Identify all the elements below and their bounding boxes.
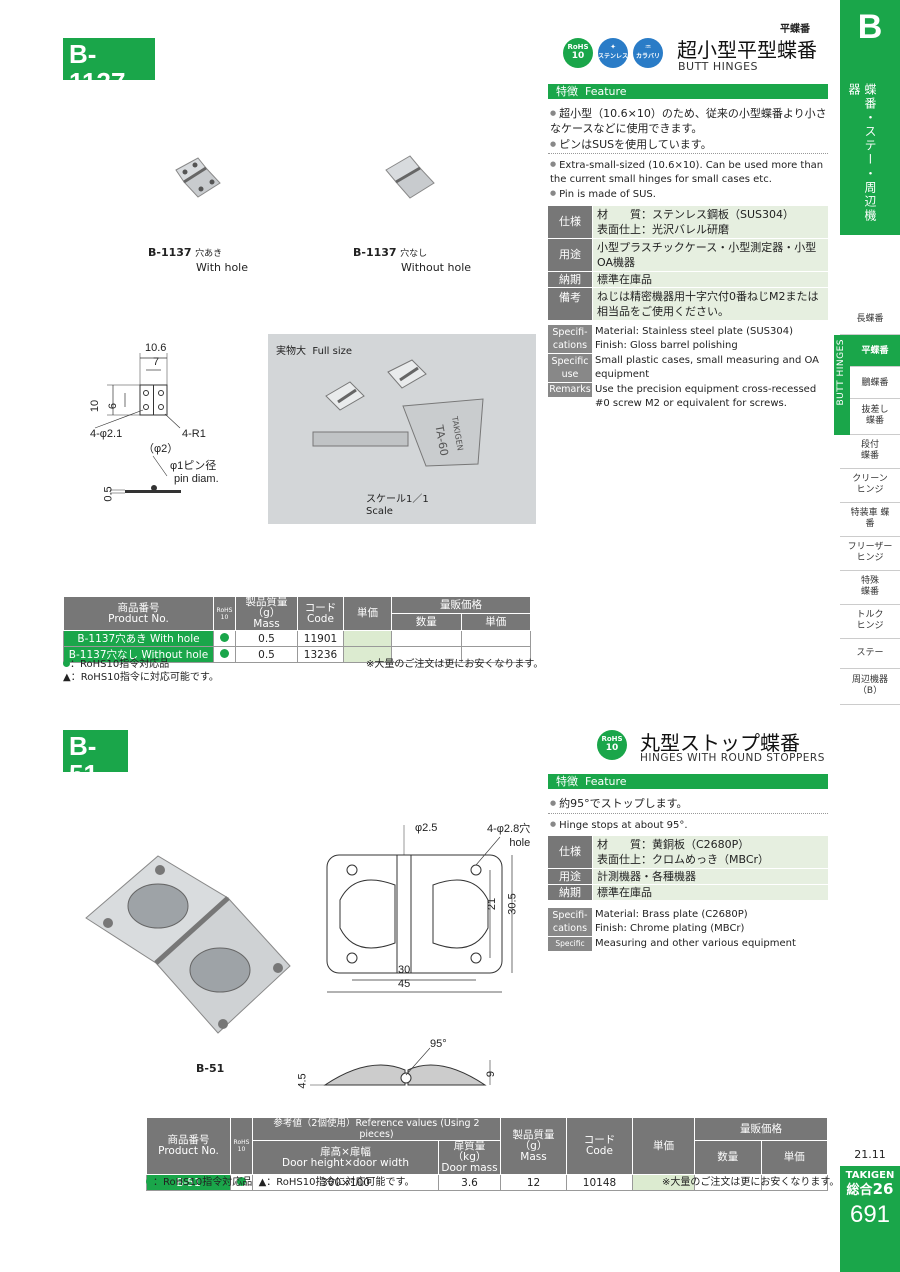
product1-code: B-1137 (69, 39, 126, 97)
product1-material: ステンレス製 (69, 96, 124, 106)
section-letter: B (857, 8, 883, 46)
sidebar-item-clean-hinge[interactable]: クリーン ヒンジ (840, 469, 900, 503)
dim-pin: （φ2） (143, 443, 179, 455)
product1-note-bulk: ※大量のご注文は更にお安くなります。 (366, 659, 544, 670)
sidebar-active-strip: BUTT HINGES (834, 335, 850, 435)
product1-title-en: BUTT HINGES (678, 60, 759, 73)
color-variation-badge: ♒カラバリ (633, 38, 663, 68)
product2-note-rohs: ：RoHS10指令対応品 ▲：RoHS10指令に対応可能です。 (146, 1176, 414, 1189)
rohs-dot (237, 1176, 246, 1186)
sidebar-active-en: BUTT HINGES (836, 339, 846, 406)
hinge-photo-with-hole (175, 157, 221, 198)
product2-feature-ja-1: 約95°でストップします。 (550, 796, 830, 811)
table-row: B-1137穴あき With hole 0.5 11901 (63, 630, 531, 647)
stainless-badge: ✦ステンレス (598, 38, 628, 68)
dim-radius: 4-R1 (182, 428, 206, 440)
product1-feature-en-2: Pin is made of SUS. (550, 186, 830, 202)
b51-dim-h2: 30.5 (506, 893, 519, 915)
key-illustration (312, 359, 484, 467)
sidebar-item-stay[interactable]: ステー (840, 639, 900, 669)
product1-note-rohs: ：RoHS10指令対応品 ▲：RoHS10指令に対応可能です。 (63, 659, 219, 683)
sidebar-item-long-hinge[interactable]: 長蝶番 (840, 305, 900, 335)
b51-dim-angle: 95° (430, 1038, 447, 1050)
sidebar-item-freezer-hinge[interactable]: フリーザー ヒンジ (840, 537, 900, 571)
footer-date: 21.11 (854, 1148, 886, 1161)
footer-brand-box: TAKIGEN 総合26 691 (840, 1166, 900, 1272)
sidebar-item-hou-hinge[interactable]: 鵬蝶番 (850, 367, 900, 399)
photo-label-without-hole: B-1137 穴なし Without hole (353, 246, 472, 274)
product1-spec-en-block: Specifi-cations Material: Stainless stee… (548, 325, 820, 409)
dim-height: 10 (89, 399, 102, 413)
footer-brand: TAKIGEN (845, 1170, 895, 1181)
product1-title-ja: 超小型平型蝶番 (677, 38, 817, 62)
product1-feature-en-1: Extra-small-sized (10.6×10). Can be used… (550, 157, 832, 187)
product2-feature-en-1: Hinge stops at about 95°. (550, 817, 830, 833)
product2-badge: B-51 黄銅製 (63, 730, 128, 798)
product1-spec-ja-block: 仕様 材 質：ステンレス鋼板（SUS304） 表面仕上：光沢バレル研磨 用途 小… (548, 206, 828, 320)
dim-width-inner: 7 (153, 356, 160, 368)
sidebar-item-vehicle-hinge[interactable]: 特装車 蝶番 (840, 503, 900, 537)
sidebar-item-step-hinge[interactable]: 段付 蝶番 (840, 435, 900, 469)
product1-feature-head: 特徴 Feature (548, 84, 828, 99)
rohs-dot (220, 648, 229, 658)
table-row: B-51 300×100 3.6 12 10148 (146, 1174, 828, 1191)
fullsize-label: 実物大 Full size (276, 346, 353, 357)
divider (548, 813, 828, 814)
sidebar-item-special-hinge[interactable]: 特殊 蝶番 (840, 571, 900, 605)
sidebar-item-liftoff-hinge[interactable]: 抜差し 蝶番 (850, 399, 900, 435)
sidebar-item-butt-hinge[interactable]: 平蝶番 (850, 335, 900, 367)
rohs-dot (63, 660, 70, 667)
b51-dim-w1: 30 (398, 964, 411, 976)
dim-width: 10.6 (145, 342, 167, 354)
product1-feature-ja-2: ピンはSUSを使用しています。 (550, 137, 830, 152)
star-icon: ✦ (610, 43, 616, 51)
section-tab-b: B (840, 0, 900, 55)
product2-code: B-51 (69, 731, 98, 789)
b51-photo (85, 855, 291, 1034)
sidebar-vertical-title: 蝶番・ステー・周辺機器 (840, 55, 900, 235)
product2-spec-ja-block: 仕様 材 質：黄銅板（C2680P） 表面仕上：クロムめっき（MBCr） 用途 … (548, 836, 828, 902)
product2-feature-head: 特徴 Feature (548, 774, 828, 789)
table-row: B-1137穴なし Without hole 0.5 13236 (63, 646, 531, 663)
divider (548, 153, 828, 154)
dim-thickness: 0.5 (102, 486, 115, 502)
b51-side-drawing (310, 1047, 491, 1086)
product2-spec-en-block: Specifi-cations Material: Brass plate (C… (548, 908, 830, 962)
product1-badge: B-1137 ステンレス製 (63, 38, 155, 106)
product2-title-en: HINGES WITH ROUND STOPPERS (640, 752, 825, 764)
rohs-dot (220, 632, 229, 642)
product2-material: 黄銅製 (69, 788, 97, 798)
dim-height-inner: 6 (107, 402, 120, 410)
b51-dim-t2: 9 (485, 1070, 498, 1078)
b51-dim-w2: 45 (398, 978, 411, 990)
dim-hole: 4-φ2.1 (90, 428, 123, 440)
b51-photo-label: B-51 (196, 1062, 225, 1075)
product1-dimension-drawing (94, 353, 181, 494)
product2-note-bulk: ※大量のご注文は更にお安くなります。 (662, 1177, 840, 1188)
sidebar-item-torque-hinge[interactable]: トルク ヒンジ (840, 605, 900, 639)
category-top-label: 平蝶番 (780, 24, 810, 35)
photo-label-with-hole: B-1137 穴あき With hole (148, 246, 248, 274)
rohs-dot (146, 1178, 153, 1185)
product2-dimension-drawing (326, 825, 513, 993)
footer-catalog: 総合26 (846, 1180, 894, 1198)
vertical-title-text: 蝶番・ステー・周辺機器 (847, 83, 877, 223)
drops-icon: ♒ (644, 43, 652, 51)
sidebar-item-peripheral[interactable]: 周辺機器 （B） (840, 669, 900, 705)
page-number: 691 (849, 1201, 891, 1228)
product2-title-ja: 丸型ストップ蝶番 (640, 731, 800, 755)
b51-dim-pin: φ2.5 (415, 822, 438, 834)
b51-dim-h1: 21 (486, 897, 499, 911)
product1-feature-ja-1: 超小型（10.6×10）のため、従来の小型蝶番より小さなケースなどに使用できます… (550, 106, 830, 136)
hinge-photo-without-hole (385, 155, 435, 199)
b51-dim-t1: 4.5 (296, 1073, 309, 1089)
